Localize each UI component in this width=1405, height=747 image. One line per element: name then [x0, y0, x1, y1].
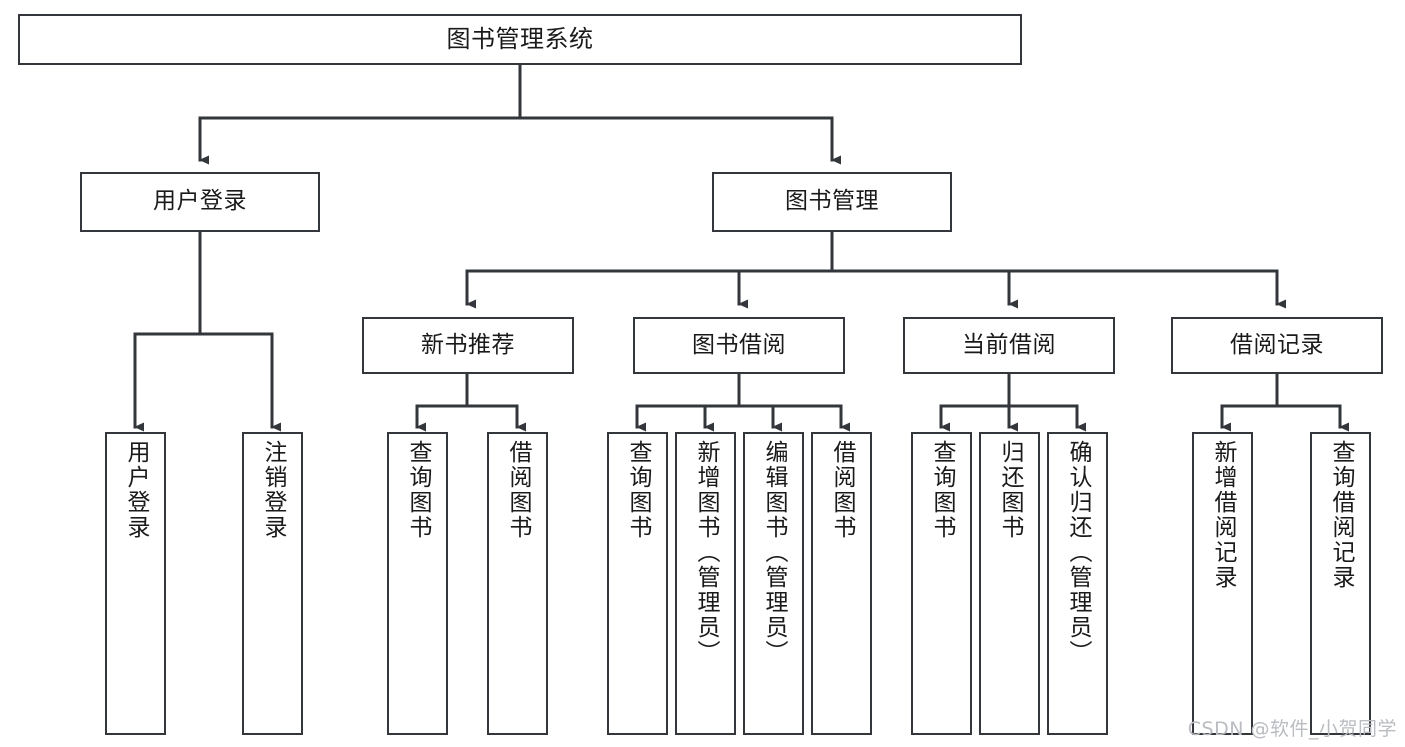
node-leaf-borrow-book-2-label: 借阅图书 — [829, 440, 855, 540]
node-leaf-borrow-book-1-label: 借阅图书 — [505, 440, 531, 540]
node-leaf-borrow-book-2[interactable]: 借阅图书 — [811, 432, 872, 735]
node-leaf-edit-book-label: 编辑图书（管理员） — [761, 440, 787, 665]
node-current-borrow[interactable]: 当前借阅 — [903, 317, 1115, 374]
node-book-borrow-label: 图书借阅 — [692, 331, 786, 358]
node-borrow-record[interactable]: 借阅记录 — [1171, 317, 1383, 374]
node-leaf-user-login[interactable]: 用户登录 — [105, 432, 166, 735]
node-book-manage-label: 图书管理 — [785, 188, 879, 215]
node-user-login[interactable]: 用户登录 — [80, 172, 320, 232]
node-leaf-confirm-return-label: 确认归还（管理员） — [1065, 440, 1091, 665]
node-borrow-record-label: 借阅记录 — [1230, 331, 1324, 358]
node-leaf-add-book-label: 新增图书（管理员） — [693, 440, 719, 665]
node-leaf-query-record-label: 查询借阅记录 — [1328, 440, 1354, 590]
node-leaf-query-record[interactable]: 查询借阅记录 — [1310, 432, 1371, 735]
node-leaf-logout-login-label: 注销登录 — [260, 440, 286, 540]
node-leaf-return-book[interactable]: 归还图书 — [979, 432, 1040, 735]
node-leaf-add-book[interactable]: 新增图书（管理员） — [675, 432, 736, 735]
node-root-label: 图书管理系统 — [446, 25, 594, 54]
node-leaf-query-book-1-label: 查询图书 — [405, 440, 431, 540]
node-new-book-recommend[interactable]: 新书推荐 — [362, 317, 574, 374]
node-book-manage[interactable]: 图书管理 — [712, 172, 952, 232]
node-leaf-add-record[interactable]: 新增借阅记录 — [1192, 432, 1253, 735]
node-new-book-recommend-label: 新书推荐 — [421, 331, 515, 358]
node-leaf-query-book-3-label: 查询图书 — [929, 440, 955, 540]
node-leaf-query-book-1[interactable]: 查询图书 — [387, 432, 448, 735]
node-leaf-borrow-book-1[interactable]: 借阅图书 — [487, 432, 548, 735]
node-current-borrow-label: 当前借阅 — [962, 331, 1056, 358]
node-root[interactable]: 图书管理系统 — [18, 14, 1022, 65]
node-leaf-query-book-2[interactable]: 查询图书 — [607, 432, 668, 735]
node-leaf-return-book-label: 归还图书 — [997, 440, 1023, 540]
node-book-borrow[interactable]: 图书借阅 — [633, 317, 845, 374]
node-leaf-edit-book[interactable]: 编辑图书（管理员） — [743, 432, 804, 735]
node-leaf-query-book-3[interactable]: 查询图书 — [911, 432, 972, 735]
node-leaf-query-book-2-label: 查询图书 — [625, 440, 651, 540]
node-leaf-user-login-label: 用户登录 — [123, 440, 149, 540]
csdn-watermark: CSDN @软件_小贺同学 — [1187, 718, 1397, 740]
node-leaf-confirm-return[interactable]: 确认归还（管理员） — [1047, 432, 1108, 735]
node-leaf-logout-login[interactable]: 注销登录 — [242, 432, 303, 735]
node-user-login-label: 用户登录 — [153, 188, 247, 215]
node-leaf-add-record-label: 新增借阅记录 — [1210, 440, 1236, 590]
